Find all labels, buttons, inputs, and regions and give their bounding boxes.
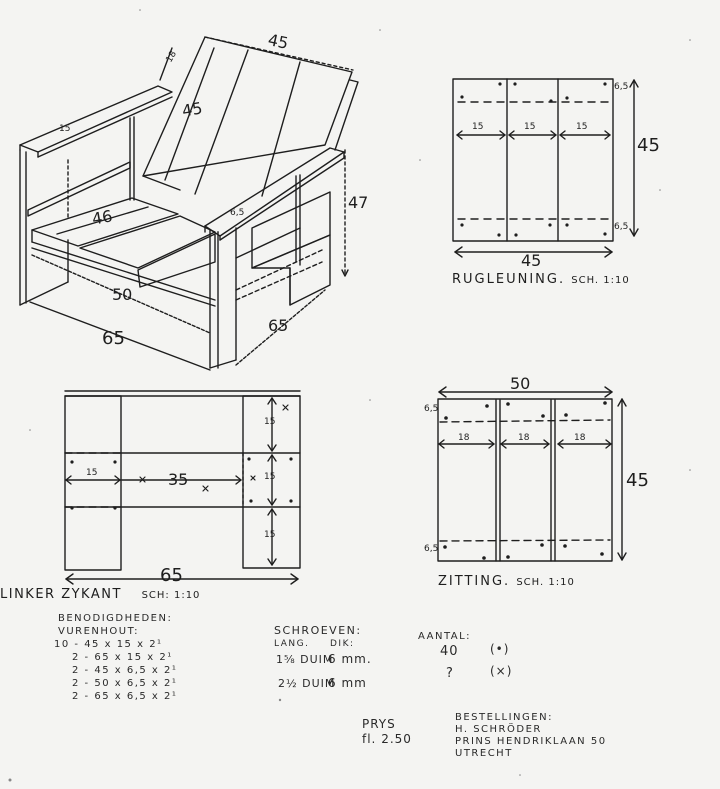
scan-noise: [8, 9, 691, 782]
dim-line-46: [56, 206, 149, 235]
zitting-board-2: 18: [518, 433, 530, 443]
dim-line-45-height: [164, 47, 215, 181]
dim-overall-depth: 65: [268, 316, 289, 335]
zitting-batten-top: 6,5: [424, 404, 439, 414]
materials-item: 2 - 45 x 6,5 x 2¹: [72, 665, 178, 676]
screws-table: SCHROEVEN:: [274, 624, 362, 637]
perspective-chair-drawing: [19, 36, 359, 371]
zykant-left-upright: 15: [86, 468, 98, 478]
zykant-scale: SCH: 1:10: [141, 590, 201, 601]
orders-label: BESTELLINGEN:: [455, 712, 553, 723]
backrest-panel: [142, 36, 353, 177]
linker-zykant-drawing: [64, 390, 301, 585]
rugleuning-drawing: [452, 78, 639, 258]
zykant-title: LINKER ZYKANT: [0, 587, 122, 602]
dim-seat-width: 50: [112, 285, 133, 304]
rugleuning-height: 45: [637, 135, 660, 156]
screws-col-length: LANG.: [274, 639, 310, 649]
dim-overall-height: 47: [348, 193, 369, 212]
rugleuning-scale: SCH. 1:10: [571, 275, 630, 286]
screw-row-1-count: 40: [440, 644, 459, 659]
zykant-inner-span: 35: [168, 470, 189, 489]
left-armrest: [19, 85, 173, 153]
screw-row-1-thickness: 6 mm.: [328, 652, 372, 666]
zitting-total-width: 50: [510, 374, 531, 393]
materials-item: 2 - 65 x 15 x 2¹: [72, 652, 173, 663]
zykant-right-height-3: 15: [264, 530, 276, 540]
rugleuning-board-3: 15: [576, 122, 588, 132]
zitting-title: ZITTING.: [438, 574, 511, 589]
materials-heading: BENODIGDHEDEN:: [58, 613, 173, 624]
zykant-total-width: 65: [160, 565, 183, 586]
zykant-caption: LINKER ZYKANT SCH: 1:10: [0, 587, 200, 602]
zitting-drawing: [437, 386, 627, 562]
price-value: fl. 2.50: [362, 732, 412, 746]
screws-col-thickness: DIK:: [330, 639, 355, 649]
screw-row-2-length: 2½ DUIM: [278, 677, 336, 690]
dim-line-85: [29, 301, 211, 371]
materials-subheading: VURENHOUT:: [58, 626, 139, 637]
orders-city: UTRECHT: [455, 748, 513, 759]
price-label: PRYS: [362, 717, 396, 731]
dim-overall-width: 65: [102, 328, 125, 349]
rugleuning-total-width: 45: [521, 251, 542, 270]
dim-seat-depth: 46: [90, 206, 114, 229]
materials-item: 2 - 50 x 6,5 x 2¹: [72, 678, 178, 689]
zitting-board-1: 18: [458, 433, 470, 443]
price-block: PRYS fl. 2.50: [362, 717, 412, 747]
dim-backrest-height: 45: [180, 98, 204, 121]
rugleuning-title: RUGLEUNING.: [452, 272, 566, 287]
screw-row-1-marker: (•): [490, 642, 510, 656]
rugleuning-board-2: 15: [524, 122, 536, 132]
materials-list: BENODIGDHEDEN: VURENHOUT: 10 - 45 x 15 x…: [54, 612, 178, 703]
screw-row-1-length: 1⅝ DUIM: [276, 653, 334, 666]
screw-row-2-count: ?: [446, 666, 454, 681]
dim-line-50: [31, 254, 211, 334]
screw-row-2-marker: (×): [490, 664, 513, 678]
orders-street: PRINS HENDRIKLAAN 50: [455, 736, 607, 747]
rugleuning-batten-top: 6,5: [614, 82, 629, 92]
zykant-right-height-1: 15: [264, 417, 276, 427]
zitting-caption: ZITTING. SCH. 1:10: [438, 574, 575, 589]
zitting-board-3: 18: [574, 433, 586, 443]
zitting-depth: 45: [626, 470, 649, 491]
zykant-right-height-2: 15: [264, 472, 276, 482]
materials-item: 10 - 45 x 15 x 2¹: [54, 639, 163, 650]
materials-item: 2 - 65 x 6,5 x 2¹: [72, 691, 178, 702]
dim-backrest-width: 45: [266, 30, 291, 53]
screws-col-count: AANTAL:: [418, 631, 472, 642]
zitting-batten-bottom: 6,5: [424, 544, 439, 554]
rugleuning-batten-bottom: 6,5: [614, 222, 629, 232]
orders-block: BESTELLINGEN: H. SCHRÖDER PRINS HENDRIKL…: [455, 712, 607, 760]
orders-name: H. SCHRÖDER: [455, 724, 542, 735]
dim-armrest-left: 15: [59, 124, 71, 134]
dim-armrest-right: 6,5: [230, 208, 245, 218]
screw-row-2-thickness: 6 mm: [328, 676, 367, 690]
zitting-scale: SCH. 1:10: [516, 577, 575, 588]
rugleuning-board-1: 15: [472, 122, 484, 132]
rugleuning-caption: RUGLEUNING. SCH. 1:10: [452, 272, 630, 287]
dim-line-65: [235, 289, 326, 366]
dim-line-18: [159, 47, 173, 81]
screws-heading: SCHROEVEN:: [274, 624, 362, 637]
